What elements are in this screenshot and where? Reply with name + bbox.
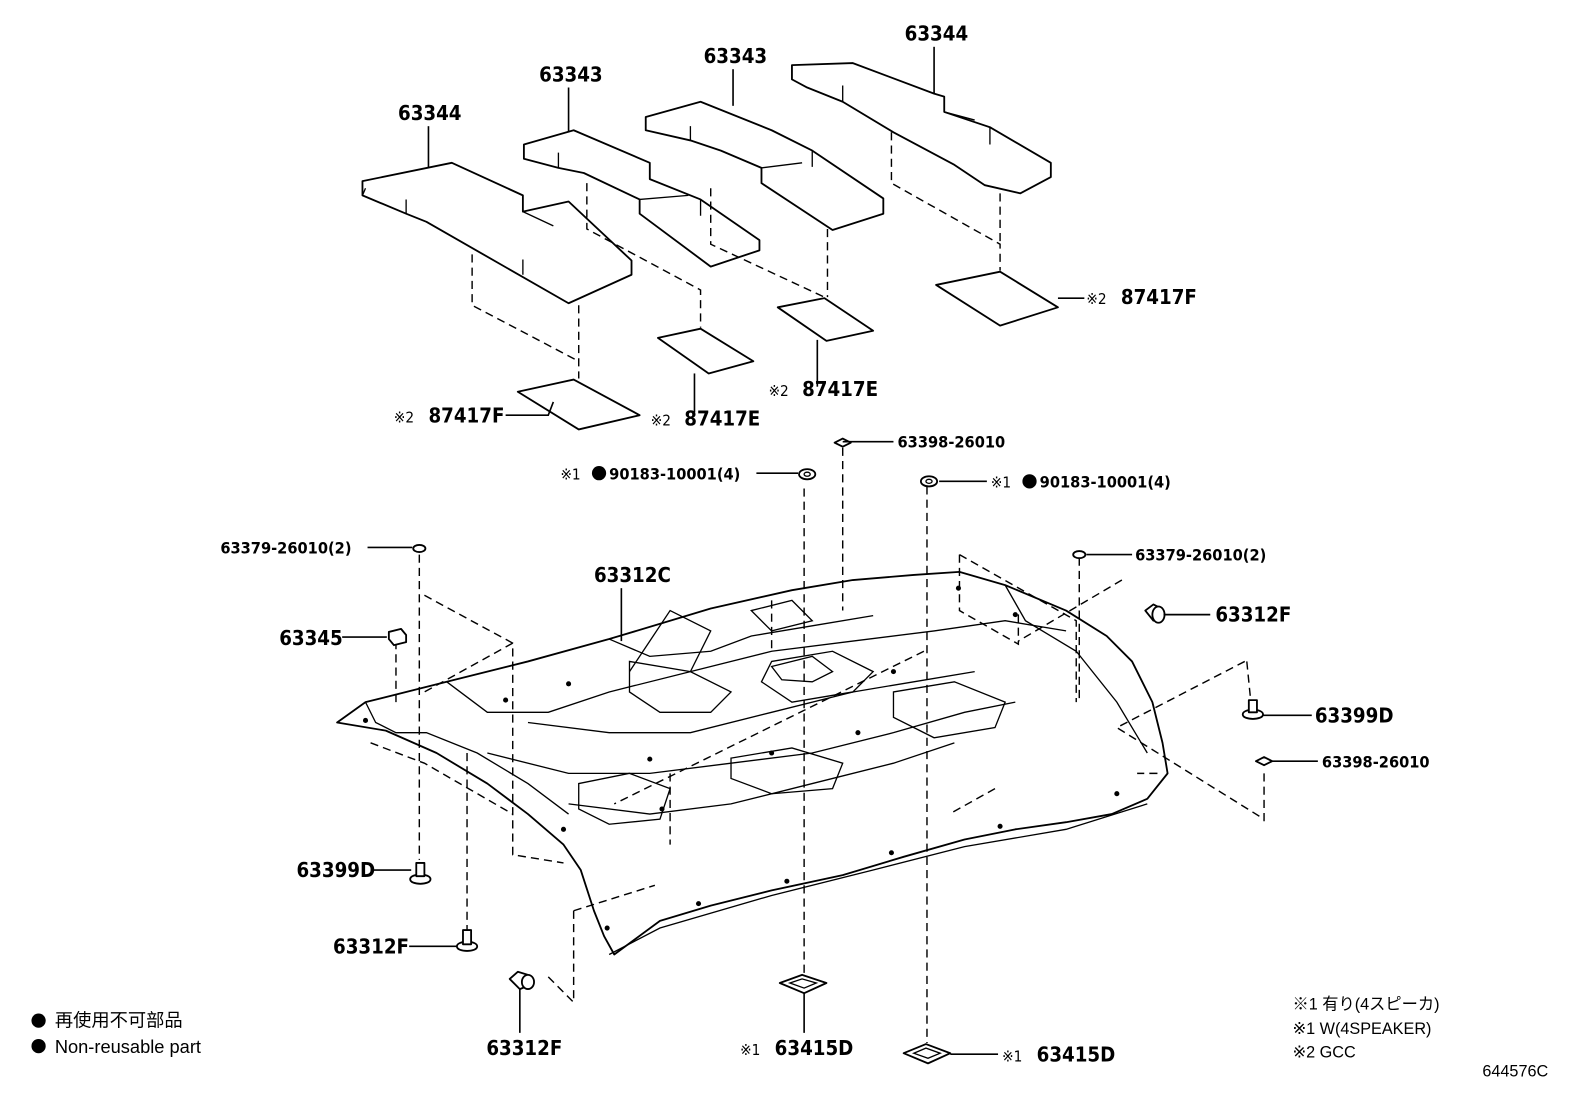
mark-87417F-left: ※2 <box>394 408 414 426</box>
nut-90183-right <box>919 475 939 488</box>
label-63399D-right: 63399D <box>1315 703 1394 727</box>
label-63344-left: 63344 <box>398 101 462 125</box>
label-63312F-bottom: 63312F <box>486 1036 562 1060</box>
nonreusable-dot-90183-right <box>1022 474 1037 489</box>
label-63415D-mid: 63415D <box>775 1036 854 1060</box>
clip-63379-left <box>412 544 427 553</box>
label-63398-top: 63398-26010 <box>898 433 1006 452</box>
label-87417E-low: 87417E <box>684 406 760 430</box>
note-3: ※2 GCC <box>1292 1043 1355 1061</box>
label-63415D-right: 63415D <box>1037 1042 1116 1066</box>
label-90183-right: 90183-10001(4) <box>1040 472 1171 491</box>
pad-63344-right <box>791 62 1052 195</box>
label-63399D-left: 63399D <box>296 858 375 882</box>
clip-63379-right <box>1072 550 1087 560</box>
clip-63312F-left <box>455 929 479 952</box>
label-63344-right: 63344 <box>905 22 969 46</box>
illustration-code: 644576C <box>1482 1063 1548 1081</box>
label-87417F-right: 87417F <box>1121 285 1197 309</box>
note-2: ※1 W(4SPEAKER) <box>1292 1020 1431 1038</box>
legend-line-2: Non-reusable part <box>55 1036 201 1057</box>
sheet-87417F-right <box>935 270 1059 327</box>
nonreusable-dot-90183-left <box>591 466 607 481</box>
mark-90183-left: ※1 <box>560 465 580 483</box>
mark-87417E-low: ※2 <box>651 411 671 429</box>
pad-63415D-mid <box>778 973 828 995</box>
sheet-87417E-mid <box>657 327 755 375</box>
note-1: ※1 有り(4スピーカ) <box>1292 995 1439 1013</box>
floor-silencer-63312C <box>336 570 1169 956</box>
clip-63399D-left <box>409 862 432 885</box>
mark-87417F-right: ※2 <box>1086 290 1106 308</box>
clip-63399D-right <box>1241 699 1264 720</box>
mark-90183-right: ※1 <box>991 473 1011 491</box>
sheet-87417F-left <box>516 378 641 431</box>
clip-63312F-right <box>1144 603 1166 624</box>
label-63398-right: 63398-26010 <box>1322 752 1430 771</box>
sheet-87417E-upper <box>776 297 875 342</box>
legend-line-1: 再使用不可部品 <box>55 1010 183 1031</box>
label-87417F-left: 87417F <box>428 403 504 427</box>
pad-63415D-right <box>902 1043 952 1065</box>
mark-63415D-right: ※1 <box>1002 1047 1022 1065</box>
clip-63312F-bottom <box>508 970 535 991</box>
block-63345 <box>387 627 408 647</box>
label-63312F-left: 63312F <box>333 934 409 958</box>
mark-63415D-mid: ※1 <box>740 1041 760 1059</box>
mark-87417E-mid: ※2 <box>769 382 789 400</box>
pad-63343-b <box>644 100 885 231</box>
pad-63343-a <box>522 129 761 268</box>
pad-63344-left <box>361 161 633 305</box>
label-63312F-right: 63312F <box>1215 603 1291 627</box>
label-63343-a: 63343 <box>539 62 603 86</box>
label-63343-b: 63343 <box>704 44 768 68</box>
label-63345: 63345 <box>279 626 343 650</box>
label-90183-left: 90183-10001(4) <box>609 464 740 483</box>
label-63312C: 63312C <box>594 563 671 587</box>
label-63379-right: 63379-26010(2) <box>1135 546 1266 565</box>
nut-90183-left <box>798 468 817 481</box>
label-63379-left: 63379-26010(2) <box>220 539 351 558</box>
pad-63398-right <box>1255 756 1274 767</box>
pad-63398-top <box>833 437 852 448</box>
legend-dot-2 <box>31 1038 46 1054</box>
label-87417E-mid: 87417E <box>802 377 878 401</box>
legend-dot-1 <box>31 1013 46 1028</box>
